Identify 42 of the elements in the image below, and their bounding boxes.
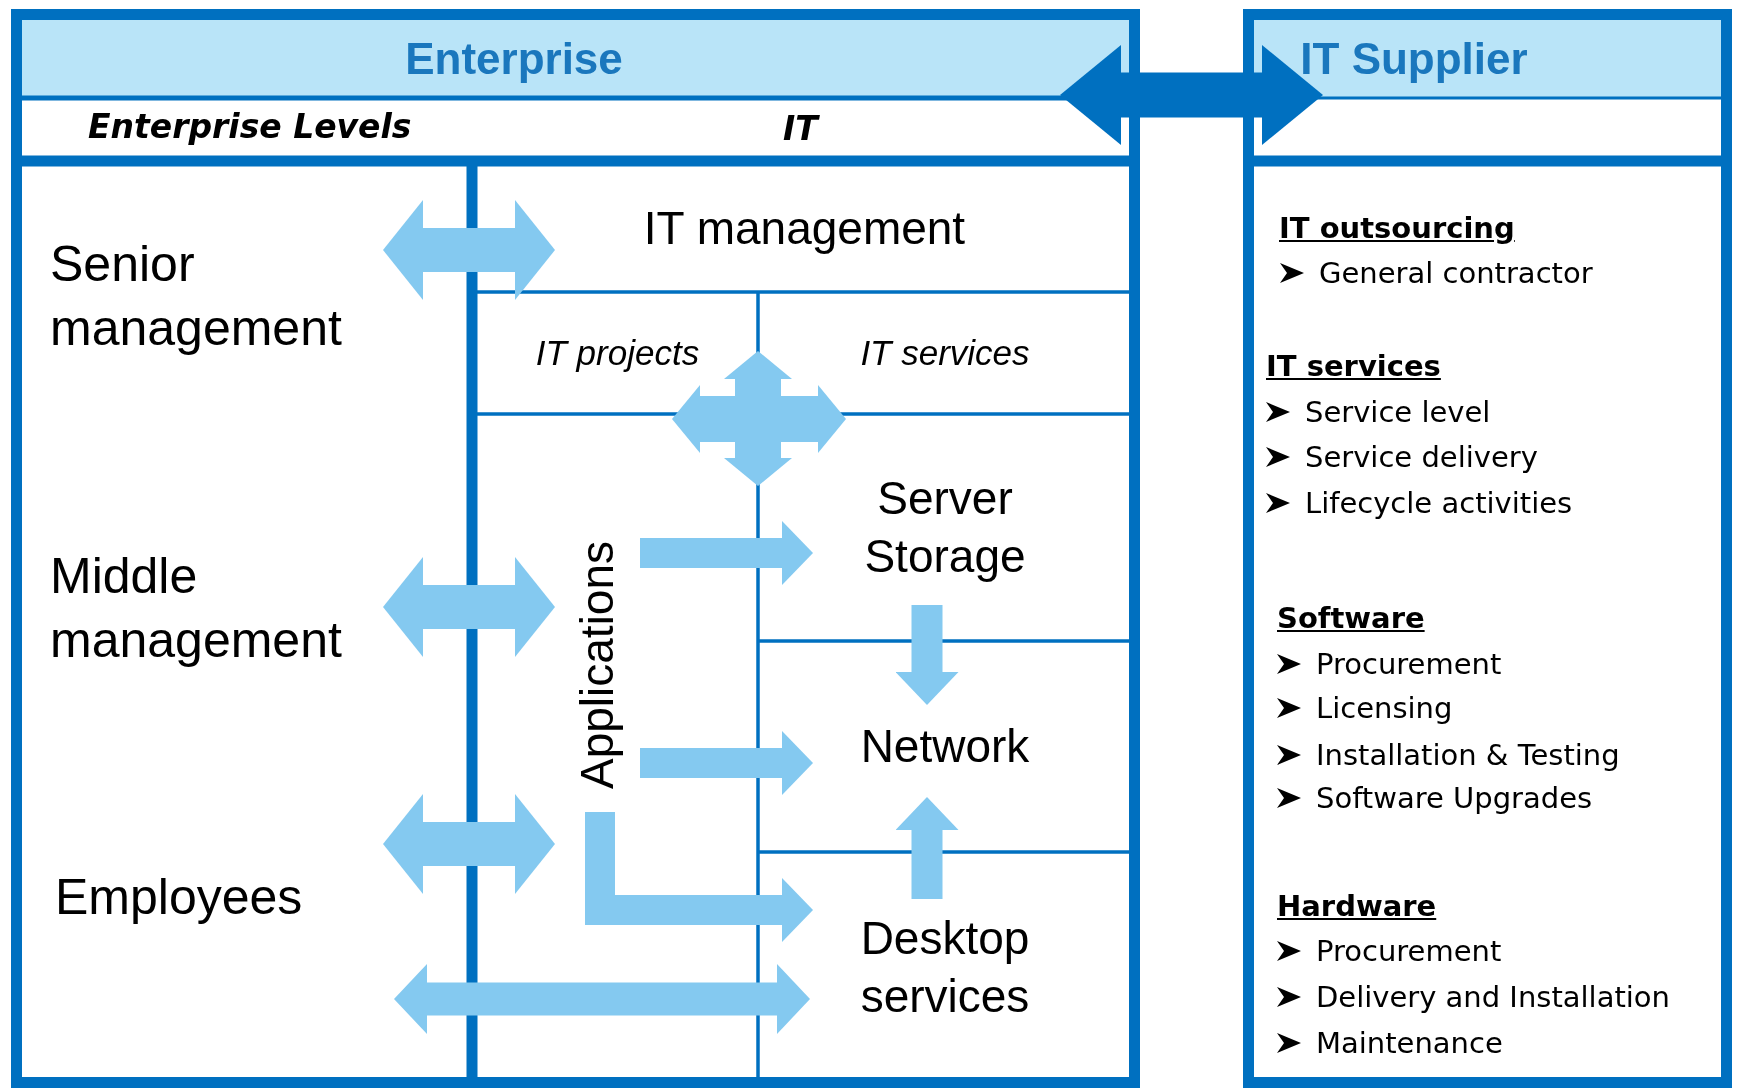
list-item: Software Upgrades (1316, 781, 1593, 815)
double-arrow (1060, 45, 1323, 145)
double-arrow (394, 964, 810, 1034)
arrow (895, 797, 959, 899)
double-arrow (383, 794, 555, 894)
list-item: General contractor (1319, 256, 1593, 290)
cell-text: Desktop services (859, 911, 1031, 1024)
list-item: Procurement (1316, 934, 1502, 968)
section-heading: IT outsourcing (1279, 211, 1515, 245)
double-arrow (383, 200, 555, 300)
list-item: Installation & Testing (1316, 738, 1620, 772)
section-heading: Hardware (1277, 889, 1437, 923)
double-arrow (724, 351, 792, 486)
list-item: Service delivery (1305, 440, 1538, 474)
panel-frame (1243, 9, 1732, 1088)
list-item: Licensing (1316, 691, 1453, 725)
cell-text: Senior management (50, 234, 343, 358)
list-item: Procurement (1316, 647, 1502, 681)
arrow (640, 521, 813, 585)
panel-title: IT Supplier (1254, 20, 1721, 98)
list-item: Service level (1305, 395, 1491, 429)
cell-text: IT services (860, 332, 1030, 375)
cell-text: Network (860, 718, 1030, 774)
cell-text: IT projects (535, 332, 700, 375)
panel-frame (11, 9, 1140, 1088)
panel-title: Enterprise (22, 20, 1129, 98)
list-item: Delivery and Installation (1316, 980, 1670, 1014)
cell-text: Middle management (50, 546, 343, 670)
column-header: Enterprise Levels (88, 106, 412, 146)
list-item: Maintenance (1316, 1026, 1503, 1060)
section-heading: Software (1277, 601, 1425, 635)
section-heading: IT services (1266, 349, 1441, 383)
arrow (640, 731, 813, 795)
cell-text: Employees (55, 868, 303, 927)
cell-text: IT management (643, 201, 966, 257)
double-arrow (383, 557, 555, 657)
double-arrow (672, 385, 846, 453)
list-item: Lifecycle activities (1305, 486, 1573, 520)
vertical-label: Applications (569, 540, 624, 792)
column-header: IT (783, 108, 818, 148)
arrow (895, 605, 959, 705)
cell-text: Server Storage (863, 471, 1027, 584)
